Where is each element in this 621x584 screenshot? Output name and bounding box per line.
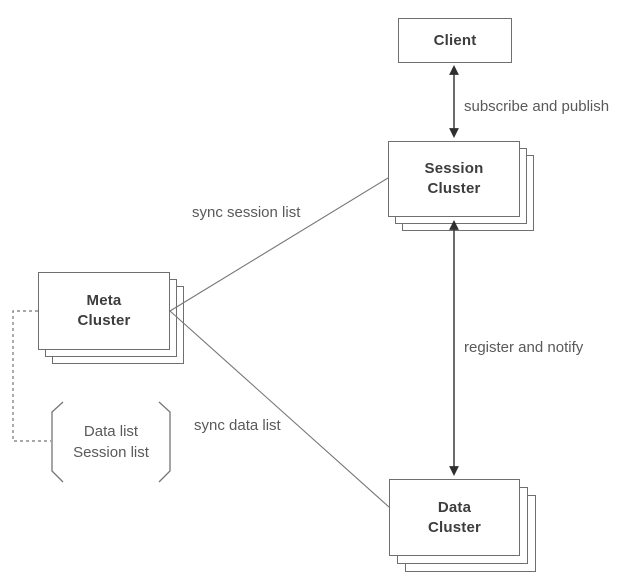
node-data-cluster-front: Data Cluster [389, 479, 520, 556]
edge-sync-data-line [169, 310, 390, 508]
node-client: Client [398, 18, 512, 63]
node-session-cluster: Session Cluster [388, 141, 534, 231]
node-data-cluster-label: Data Cluster [427, 498, 482, 536]
edge-label-sync-session-list: sync session list [192, 204, 301, 221]
node-meta-cluster-front: Meta Cluster [38, 272, 170, 350]
node-meta-cluster-label: Meta Cluster [77, 292, 131, 329]
note-data-session-list: Data list Session list [73, 423, 149, 461]
node-data-cluster: Data Cluster [389, 479, 536, 572]
node-meta-cluster: Meta Cluster [38, 272, 185, 364]
node-session-cluster-label: Session Cluster [424, 160, 484, 197]
node-client-label: Client [433, 31, 477, 49]
edge-sync-session-line [169, 177, 389, 312]
node-session-cluster-front: Session Cluster [388, 141, 520, 217]
edge-label-subscribe-publish: subscribe and publish [464, 98, 610, 115]
edge-label-register-notify: register and notify [464, 339, 584, 356]
edge-label-sync-data-list: sync data list [194, 417, 281, 434]
